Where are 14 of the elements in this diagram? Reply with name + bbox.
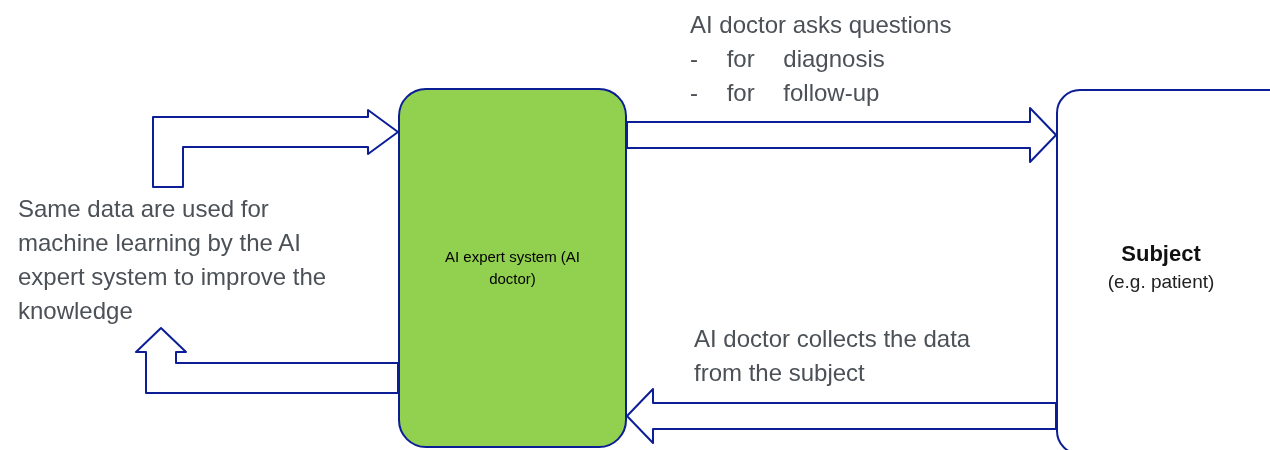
bullet-text: - for diagnosis: [690, 44, 885, 74]
note-text: Same data are used for machine learning by the AI expert system to improve the knowledge: [18, 194, 328, 326]
bullet-text: - for follow-up: [690, 78, 880, 108]
annotation-text: AI doctor asks questions: [690, 10, 952, 40]
process-box: [398, 88, 627, 448]
subject-box: [1056, 89, 1270, 450]
box-title: Subject: [1121, 240, 1201, 268]
block-arrow: [135, 327, 399, 394]
block-arrow: [626, 388, 1057, 444]
box-subtitle: (e.g. patient): [1107, 270, 1215, 294]
block-arrow: [152, 109, 399, 188]
block-arrow: [626, 107, 1057, 163]
box-label: AI expert system (AI doctor): [443, 247, 581, 289]
edge-label: AI doctor collects the data from the subject: [694, 324, 972, 388]
